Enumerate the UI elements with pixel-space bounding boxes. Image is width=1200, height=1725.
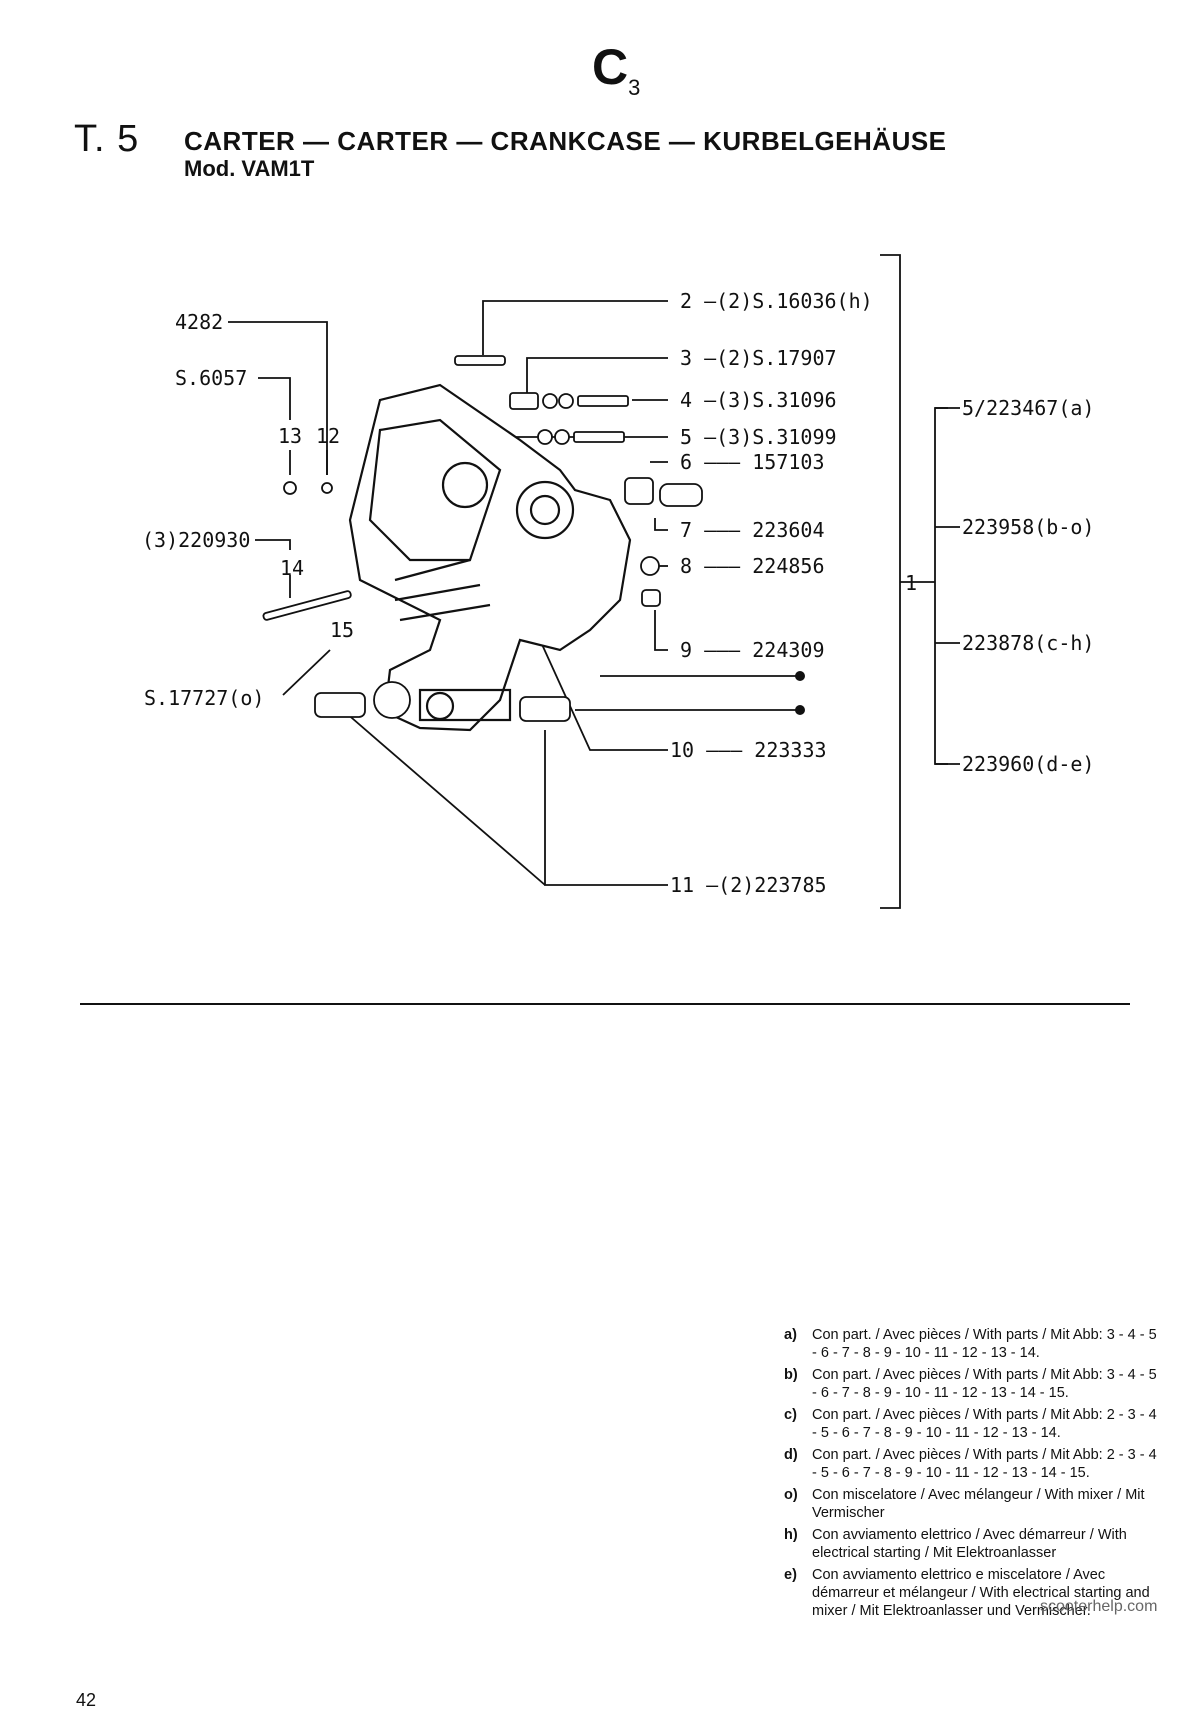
bush-6 (624, 477, 654, 505)
callout-6057: S.6057 (175, 366, 247, 390)
washer-4a (542, 393, 558, 409)
variant-ch: 223878(c-h) (962, 631, 1094, 655)
callout-3: 3 —(2)S.17907 (680, 346, 837, 370)
leader-11-b (344, 711, 546, 886)
callout-10: 10 ——— 223333 (670, 738, 827, 762)
stud-14 (262, 590, 352, 621)
variant-a: 5/223467(a) (962, 396, 1094, 420)
variant-de: 223960(d-e) (962, 752, 1094, 776)
notes-list: a)Con part. / Avec pièces / With parts /… (784, 1326, 1164, 1624)
page-title: CARTER — CARTER — CRANKCASE — KURBELGEHÄ… (184, 126, 947, 156)
screw-4 (577, 395, 629, 407)
section-divider (80, 1003, 1130, 1005)
callout-11: 11 —(2)223785 (670, 873, 827, 897)
leader-10 (539, 639, 668, 751)
callout-15: 15 (330, 618, 354, 642)
section-letter: C (592, 39, 629, 95)
table-number: T. 5 (74, 118, 140, 160)
callout-4282: 4282 (175, 310, 223, 334)
leader-220930 (255, 539, 291, 550)
leader-4282 (228, 321, 328, 475)
note-d: d)Con part. / Avec pièces / With parts /… (784, 1447, 1157, 1481)
leader-7 (654, 518, 668, 531)
bracket-1 (880, 254, 901, 909)
bush-9 (641, 589, 661, 607)
note-e: e)Con avviamento elettrico e miscelatore… (784, 1567, 1150, 1619)
callout-9: 9 ——— 224309 (680, 638, 825, 662)
leader-2 (482, 300, 668, 355)
section-subscript: 3 (628, 75, 641, 100)
callout-5: 5 —(3)S.31099 (680, 425, 837, 449)
leader-17727 (282, 649, 331, 696)
leader-3 (526, 357, 668, 400)
section-code: C3 (592, 38, 640, 101)
note-o: o)Con miscelatore / Avec mélangeur / Wit… (784, 1487, 1145, 1521)
bush-11b (519, 696, 571, 722)
callout-1: 1 (905, 571, 917, 595)
callout-14: 14 (280, 556, 304, 580)
bush-7 (659, 483, 703, 507)
watermark: scooterhelp.com (1040, 1598, 1158, 1615)
washer-4b (558, 393, 574, 409)
bush-11a (314, 692, 366, 718)
bush-3 (509, 392, 539, 410)
oring-13 (283, 481, 297, 495)
callout-7: 7 ——— 223604 (680, 518, 825, 542)
note-c: c)Con part. / Avec pièces / With parts /… (784, 1407, 1157, 1441)
oring-12 (321, 482, 333, 494)
model-label: Mod. VAM1T (184, 156, 315, 181)
washer-5b (554, 429, 570, 445)
callout-2: 2 —(2)S.16036(h) (680, 289, 873, 313)
note-b: b)Con part. / Avec pièces / With parts /… (784, 1367, 1157, 1401)
screw-5 (573, 431, 625, 443)
callout-4: 4 —(3)S.31096 (680, 388, 837, 412)
callout-17727: S.17727(o) (144, 686, 264, 710)
leader-6057 (258, 377, 291, 420)
note-a: a)Con part. / Avec pièces / With parts /… (784, 1327, 1157, 1361)
washer-5a (537, 429, 553, 445)
note-h: h)Con avviamento elettrico / Avec démarr… (784, 1527, 1127, 1561)
callout-13: 13 (278, 424, 302, 448)
stud-2 (454, 355, 506, 366)
leader-11-a (544, 730, 668, 886)
leader-9 (654, 610, 668, 651)
crankcase-body (348, 383, 632, 732)
bearing-8 (640, 556, 660, 576)
leader-bullets (795, 671, 805, 715)
bracket-variants (934, 407, 948, 765)
callout-12: 12 (316, 424, 340, 448)
bush-10 (373, 681, 411, 719)
callout-6: 6 ——— 157103 (680, 450, 825, 474)
callout-8: 8 ——— 224856 (680, 554, 825, 578)
callout-220930: (3)220930 (142, 528, 250, 552)
page-number: 42 (76, 1690, 97, 1710)
crankcase-exploded-diagram: 2 —(2)S.16036(h) 3 —(2)S.17907 4 —(3)S.3… (142, 254, 1094, 909)
variant-bo: 223958(b-o) (962, 515, 1094, 539)
